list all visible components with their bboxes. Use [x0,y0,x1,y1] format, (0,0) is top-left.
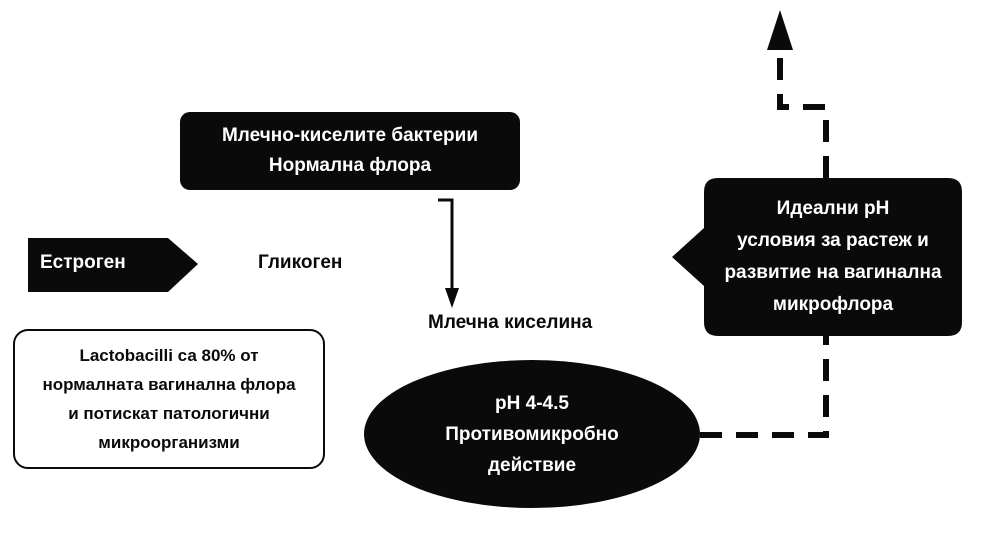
bacteria-box: Млечно-киселите бактерии Нормална флора [180,112,520,190]
ideal-ph-box-shape [672,178,962,336]
ph-ellipse-line-3: действие [487,454,577,476]
ideal-ph-box: Идеални pH условия за растеж и развитие … [704,178,962,336]
lactobacilli-note-line-1: Lactobacilli са 80% от [79,346,259,365]
upward-arrowhead [767,10,793,50]
bacteria-to-lactic-acid-connector [438,198,454,290]
lactobacilli-note-line-4: микроорганизми [98,433,240,452]
lactobacilli-note: Lactobacilli са 80% от нормалната вагина… [14,330,324,468]
lactobacilli-note-line-2: нормалната вагинална флора [42,375,296,394]
lactic-acid-label: Млечна киселина [428,312,593,333]
glycogen-label: Гликоген [258,252,343,273]
lactic-acid-arrowhead [445,288,459,308]
ideal-ph-box-line-3: развитие на вагинална [724,262,942,283]
bacteria-box-line-2: Нормална флора [268,155,432,176]
ideal-upward-dashed-connector [777,52,829,178]
ideal-ph-box-line-4: микрофлора [772,294,894,315]
estrogen-label: Естроген [40,252,126,273]
ph-ellipse-line-2: Противомикробно [445,423,619,445]
ph-ellipse-shape [364,360,700,508]
ideal-ph-box-line-2: условия за растеж и [737,230,929,251]
ph-to-ideal-dashed-connector [700,336,829,438]
estrogen-arrow-shape [28,238,198,292]
bacteria-box-line-1: Млечно-киселите бактерии [221,125,479,146]
ph-ellipse-text: pH 4-4.5 Противомикробно действие [372,384,692,484]
ph-ellipse-line-1: pH 4-4.5 [495,392,569,414]
lactobacilli-note-outline [13,329,325,469]
ideal-ph-box-line-1: Идеални pH [776,198,890,219]
lactobacilli-note-line-3: и потискат патологични [68,404,270,423]
